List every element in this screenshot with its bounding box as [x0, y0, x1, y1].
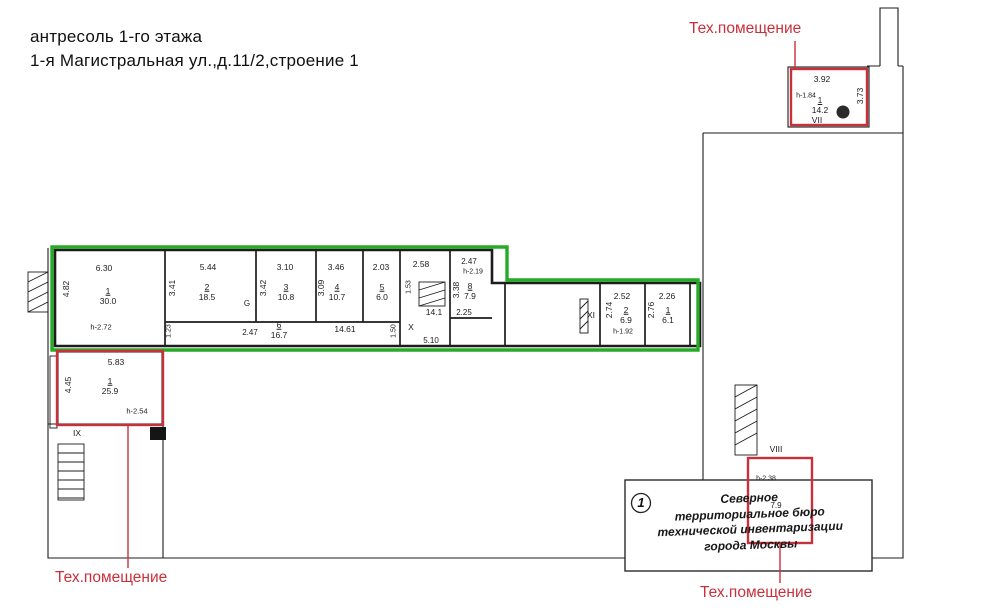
plan-title-line1: антресоль 1-го этажа [30, 27, 203, 46]
dim-label: 5.44 [199, 261, 217, 272]
stair-room-xi-icon [579, 298, 589, 334]
dim-label: h-2.19 [463, 268, 483, 276]
dim-label: 14.1 [425, 306, 443, 317]
dim-label: 14.61 [334, 323, 356, 334]
dim-label: 2 [204, 281, 210, 292]
dim-label: h-1.92 [613, 328, 633, 336]
stamp-text: Северное территориальное бюро техническо… [629, 487, 871, 557]
dim-label: 3 [283, 281, 289, 292]
dim-label: 1 [665, 304, 671, 315]
dim-label: 1.53 [405, 280, 413, 294]
dim-label: 7.9 [464, 290, 476, 301]
dim-label: 4.45 [62, 376, 73, 394]
tech-room-label-top-right: Тех.помещение [689, 20, 802, 37]
plan-title-line2: 1-я Магистральная ул.,д.11/2,строение 1 [30, 51, 359, 70]
dim-label: 2.76 [645, 301, 656, 319]
tech-room-label-bottom-right: Тех.помещение [700, 584, 813, 601]
stamp-number-circle [630, 492, 652, 514]
dim-label: h-2.38 [756, 475, 776, 483]
dim-label: 2.58 [412, 258, 430, 269]
stair-room-x-icon [418, 281, 446, 307]
dim-label: 2.26 [658, 290, 676, 301]
dim-label: 1 [107, 375, 113, 386]
room-partitions [164, 250, 691, 346]
green-highlight-outline [50, 245, 700, 352]
dim-label: 6.30 [95, 262, 113, 273]
dim-label: X [408, 321, 414, 332]
dim-label: 3.73 [854, 87, 865, 105]
dim-label: 4.82 [60, 280, 71, 298]
dim-label: XI [586, 309, 596, 320]
dim-label: 2.74 [603, 301, 614, 319]
dim-label: 2.03 [372, 261, 390, 272]
dim-label: 2.47 [461, 257, 477, 266]
dim-label: h-1.84 [796, 92, 816, 100]
dim-label: 10.7 [328, 291, 346, 302]
dim-label: 6.0 [376, 291, 388, 302]
dim-label: 3.42 [257, 279, 268, 297]
red-highlights [55, 41, 869, 583]
dim-label: 1 [105, 285, 111, 296]
dim-label: 1.23 [165, 324, 173, 338]
dim-label: 1 [817, 96, 823, 105]
dim-label: 5.10 [423, 336, 439, 345]
dim-label: h-2.72 [90, 322, 112, 332]
dim-label: 4 [334, 281, 340, 292]
dim-label: 25.9 [101, 385, 119, 396]
dim-label: 18.5 [198, 291, 216, 302]
tech-room-top-right-outline [789, 67, 869, 127]
stamp-number: 1 [637, 494, 645, 510]
dim-label: 8 [467, 280, 473, 291]
dim-label: 6.9 [620, 314, 632, 325]
stair-left-top-icon [27, 271, 49, 313]
dim-label: 5.83 [107, 356, 125, 367]
dim-label: 2.47 [242, 328, 258, 337]
tech-room-left-outline [55, 349, 165, 427]
dim-label: 3.38 [450, 281, 461, 299]
dim-label: VIII [769, 443, 783, 454]
dim-label: 2.25 [456, 308, 472, 317]
tech-room-label-bottom-left: Тех.помещение [55, 569, 168, 586]
dim-label: 10.8 [277, 291, 295, 302]
meter-dot-icon [836, 105, 850, 119]
stair-right-wing-icon [734, 384, 758, 456]
dim-label: h-2.54 [126, 406, 148, 416]
dim-label: 2.52 [613, 290, 631, 301]
dim-label: 3.92 [813, 73, 831, 84]
dim-label: 2 [623, 304, 629, 315]
dim-label: 3.41 [166, 279, 177, 297]
dim-label: VII [811, 114, 823, 125]
dim-label: 3.10 [276, 261, 294, 272]
dim-label: 3.46 [327, 261, 345, 272]
dim-label: IX [72, 427, 82, 438]
dim-label: 3.09 [315, 279, 326, 297]
dim-label: 6 [276, 319, 282, 330]
dim-label: 30.0 [99, 295, 117, 306]
dim-label: 14.2 [811, 104, 829, 115]
dim-label: 6.1 [662, 314, 674, 325]
wall-block [150, 427, 166, 440]
stair-symbols [27, 271, 758, 501]
dim-label: 16.7 [270, 329, 288, 340]
dim-label: 7.9 [770, 501, 782, 510]
dim-label: 5 [379, 281, 385, 292]
mezzanine-walls [53, 248, 702, 348]
dim-label: 1.50 [390, 324, 398, 338]
dim-label: G [243, 299, 251, 308]
stair-left-bottom-icon [57, 443, 85, 501]
